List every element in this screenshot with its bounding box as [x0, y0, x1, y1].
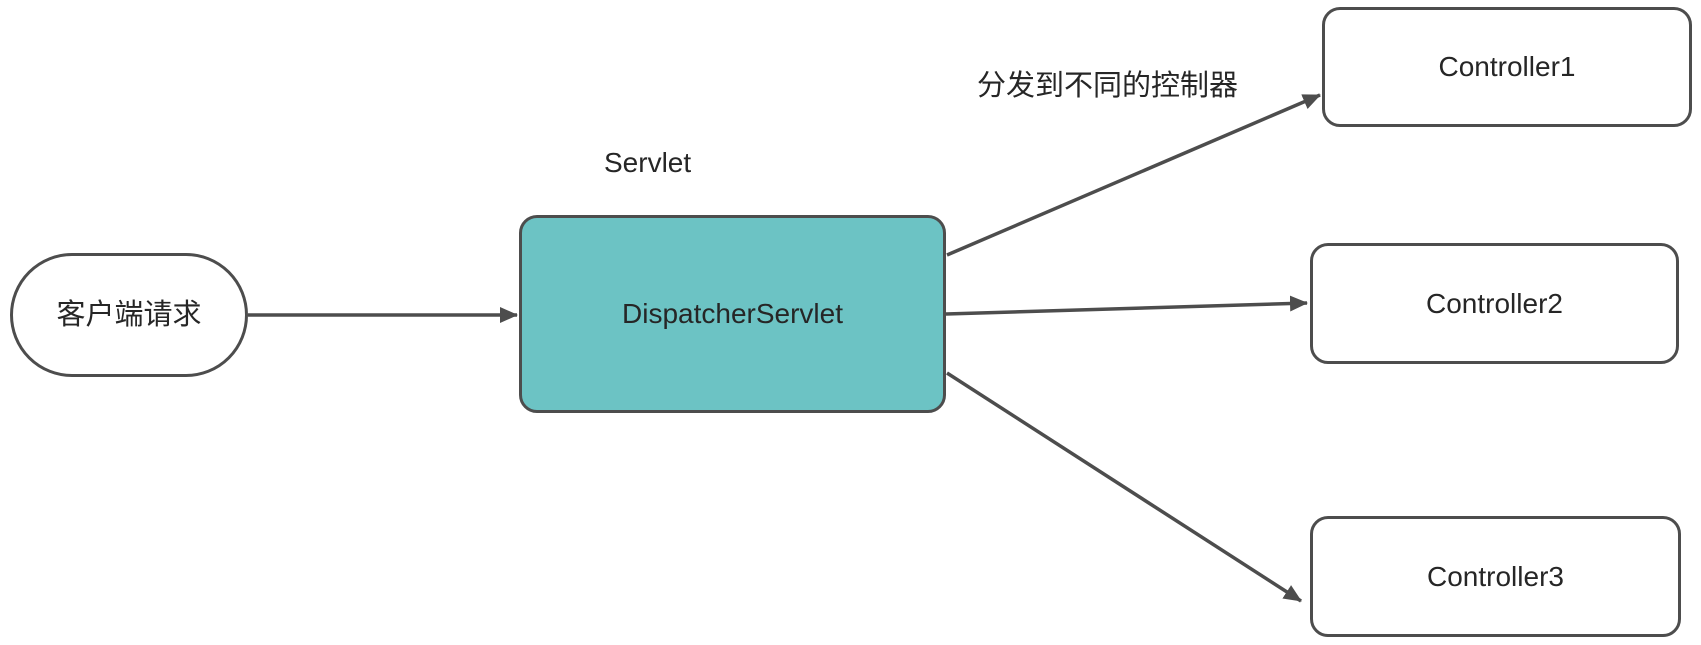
node-dispatcher-servlet-label: DispatcherServlet [622, 298, 843, 330]
servlet-caption: Servlet [604, 147, 692, 178]
node-controller3-label: Controller3 [1427, 560, 1564, 592]
node-client-request: 客户端请求 [10, 253, 248, 377]
node-controller3: Controller3 [1310, 516, 1681, 637]
node-controller1: Controller1 [1322, 7, 1692, 127]
node-controller2-label: Controller2 [1426, 287, 1563, 319]
edge-dispatcher-to-controller1 [946, 93, 1321, 257]
edge-dispatcher-to-controller3 [946, 371, 1302, 603]
edge-dispatcher-to-controller2 [945, 295, 1308, 316]
node-controller2: Controller2 [1310, 243, 1679, 364]
dispatch-annotation: 分发到不同的控制器 [977, 70, 1239, 102]
node-controller1-label: Controller1 [1438, 51, 1576, 83]
node-client-request-label: 客户端请求 [56, 298, 202, 331]
node-dispatcher-servlet: DispatcherServlet [519, 215, 946, 413]
